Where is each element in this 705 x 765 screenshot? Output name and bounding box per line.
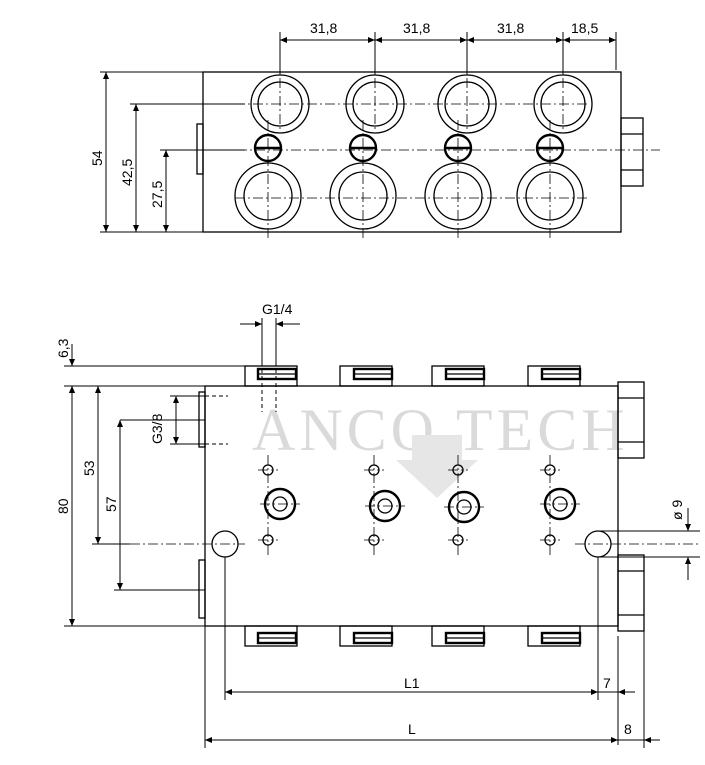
l1-offset-label: 7 bbox=[603, 675, 611, 691]
top-outlet-2 bbox=[329, 60, 405, 240]
top-screw-1 bbox=[244, 365, 298, 387]
hole-diameter-label: ø 9 bbox=[669, 500, 685, 520]
height-label-53: 53 bbox=[81, 460, 97, 476]
height-label-80: 80 bbox=[55, 498, 71, 514]
bottom-screw-3 bbox=[431, 625, 486, 647]
top-screw-4 bbox=[527, 365, 582, 387]
top-screw-3 bbox=[431, 365, 486, 387]
front-outlet-1 bbox=[258, 455, 300, 555]
top-outlet-4 bbox=[516, 60, 593, 240]
side-port-label: G3/8 bbox=[149, 413, 165, 444]
l-offset-label: 8 bbox=[624, 721, 632, 737]
l1-label: L1 bbox=[404, 675, 420, 691]
watermark-arrow-icon bbox=[396, 435, 478, 498]
top-view-left-bump bbox=[196, 123, 204, 175]
front-outlet-2 bbox=[364, 455, 405, 555]
front-view: G1/4 6,3 G3/8 80 53 57 ø 9 bbox=[55, 301, 700, 748]
top-view-right-fitting bbox=[620, 117, 644, 187]
l-label: L bbox=[408, 721, 416, 737]
front-outlet-4 bbox=[540, 455, 580, 555]
bottom-screw-4 bbox=[527, 625, 582, 647]
pitch-label-3: 31,8 bbox=[497, 20, 524, 36]
top-outlet-3 bbox=[424, 60, 497, 240]
right-lower-fitting bbox=[617, 554, 645, 632]
height-label-54: 54 bbox=[89, 150, 105, 166]
front-outlet-3 bbox=[444, 455, 484, 555]
pitch-label-1: 31,8 bbox=[310, 20, 337, 36]
watermark: ANCO TECH bbox=[252, 397, 625, 498]
port-top-label: G1/4 bbox=[262, 301, 293, 317]
top-offset-label: 6,3 bbox=[55, 338, 71, 358]
bottom-screw-1 bbox=[244, 625, 298, 647]
top-view-body bbox=[202, 71, 622, 233]
pitch-label-4: 18,5 bbox=[571, 20, 598, 36]
right-upper-fitting bbox=[617, 381, 645, 459]
height-label-27-5: 27,5 bbox=[149, 181, 165, 208]
height-label-42-5: 42,5 bbox=[119, 159, 135, 186]
left-lower-fitting bbox=[198, 559, 206, 619]
pitch-label-2: 31,8 bbox=[403, 20, 430, 36]
top-outlet-1 bbox=[234, 60, 310, 240]
top-view: 31,8 31,8 31,8 18,5 54 42,5 27,5 bbox=[89, 20, 660, 240]
bottom-screw-2 bbox=[339, 625, 394, 647]
top-screw-2 bbox=[339, 365, 394, 387]
front-view-body bbox=[204, 385, 619, 627]
height-label-57: 57 bbox=[103, 496, 119, 512]
